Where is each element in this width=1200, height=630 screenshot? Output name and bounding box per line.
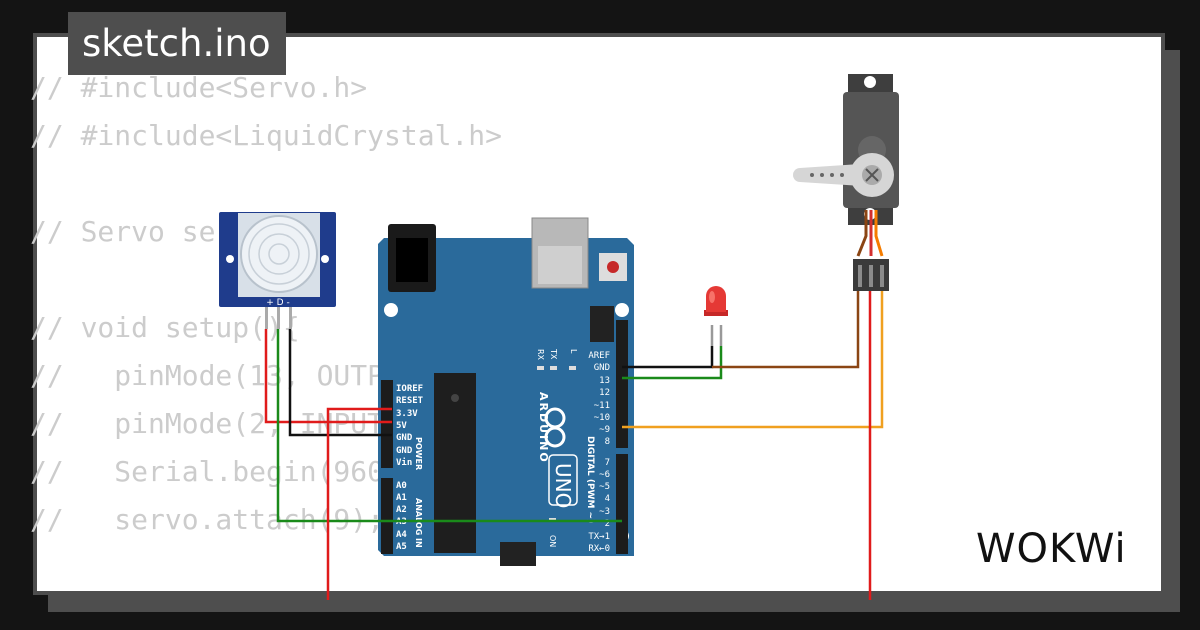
digital-header-top (616, 320, 628, 448)
pin-label: Vin (396, 457, 412, 468)
pin-label: ~6 (599, 470, 610, 480)
pin-label: 5V (396, 421, 407, 431)
pin-label: 12 (599, 388, 610, 398)
power-label: POWER (414, 437, 423, 470)
arduino-model: UNO (551, 463, 575, 508)
pin-label: ~11 (594, 401, 610, 411)
pin-label: ~5 (599, 482, 610, 492)
pin-label: ~9 (599, 425, 610, 435)
pin-label: 3.3V (396, 409, 418, 419)
pin-label: 8 (605, 437, 610, 447)
file-name-tab[interactable]: sketch.ino (68, 12, 286, 75)
led-label: RX (536, 349, 545, 361)
wire-pir-signal (276, 329, 622, 523)
wire-servo-gnd (712, 291, 860, 369)
power-header (381, 380, 393, 468)
pin-label: GND (594, 363, 610, 373)
wire-3v3 (326, 407, 392, 600)
wire-led-13 (622, 346, 723, 380)
pin-label: ~3 (599, 507, 610, 517)
led-label: TX (549, 348, 558, 360)
pin-label: A5 (396, 542, 407, 552)
code-line: // servo.attach(9); (30, 503, 385, 536)
icsp-header (590, 306, 614, 342)
pin-label: A2 (396, 505, 407, 515)
pin-label: RX←0 (588, 544, 610, 554)
arduino-brand: ARDUINO (537, 392, 550, 464)
wokwi-logo[interactable]: WOKWi (976, 526, 1127, 572)
code-line: // #include<Servo.h> (30, 71, 368, 104)
pir-sensor[interactable]: + D - (219, 212, 336, 329)
on-label: ON (548, 535, 557, 547)
red-led[interactable] (704, 286, 728, 346)
icsp-header-bottom (500, 542, 536, 566)
pin-label: 4 (605, 494, 610, 504)
wire-led-gnd (622, 346, 714, 369)
pin-label: GND (396, 433, 413, 443)
pin-label: GND (396, 446, 413, 456)
digital-label: DIGITAL (PWM ~) (585, 436, 595, 523)
pir-pin-labels: + D - (266, 298, 289, 308)
pin-label: A4 (396, 530, 407, 540)
digital-header-bottom (616, 454, 628, 554)
pin-label: IOREF (396, 384, 423, 394)
pin-label: TX→1 (588, 532, 610, 542)
wire-servo-signal (622, 291, 884, 429)
arduino-uno-board[interactable]: IOREF RESET 3.3V 5V GND GND Vin A0 A1 A2… (378, 217, 634, 566)
arduino-logo: ARDUINO UNO (537, 392, 578, 508)
analog-in-label: ANALOG IN (414, 498, 423, 548)
pin-label: 13 (599, 376, 610, 386)
pin-label: 2 (605, 519, 610, 529)
code-line: // #include<LiquidCrystal.h> (30, 119, 503, 152)
wires (264, 291, 884, 600)
led-label: L (569, 349, 578, 354)
pin-label: RESET (396, 396, 424, 406)
pin-label: A1 (396, 493, 407, 503)
atmega-chip (434, 373, 476, 553)
pin-label: ~10 (594, 413, 610, 423)
wire-5v (264, 329, 392, 424)
analog-header (381, 478, 393, 554)
pin-label: A0 (396, 481, 407, 491)
pin-label: 7 (605, 458, 610, 468)
wire-pir-gnd (288, 329, 392, 437)
pin-label: AREF (588, 351, 610, 361)
servo-motor[interactable] (793, 74, 899, 291)
